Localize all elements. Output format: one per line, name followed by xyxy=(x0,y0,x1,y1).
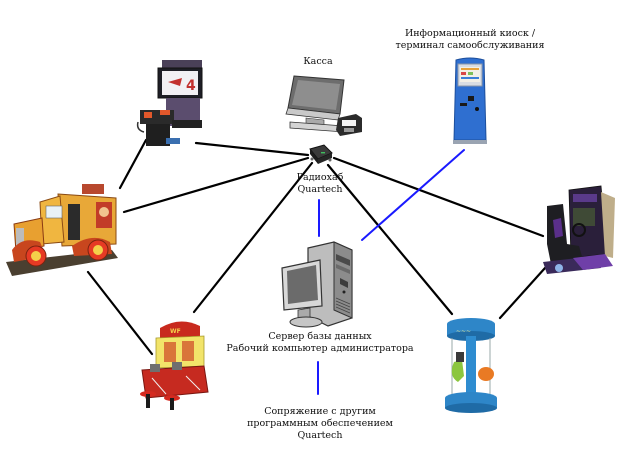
server-label: Сервер базы данных Рабочий компьютер адм… xyxy=(226,331,414,354)
edge-truck-redemption xyxy=(86,270,154,356)
integration-label: Сопряжение с другим программным обеспече… xyxy=(247,406,393,441)
cashier-label: Касса xyxy=(303,56,333,67)
kiddie-carousel-icon: ~~~ xyxy=(445,318,497,413)
edge-hub-carousel xyxy=(326,163,454,316)
edge-hub-shooter xyxy=(194,141,310,157)
svg-text:~~~: ~~~ xyxy=(456,328,471,335)
edge-shooter-truck xyxy=(118,138,148,190)
kiddie-ride-truck-icon xyxy=(6,184,118,276)
pos-terminal-icon xyxy=(285,75,362,136)
edge-carousel-racing xyxy=(498,266,547,320)
edge-hub-truck xyxy=(122,156,310,214)
racing-simulator-icon xyxy=(543,185,615,274)
edge-kiosk-server xyxy=(361,149,465,241)
redemption-game-machine-icon: WF xyxy=(140,321,209,410)
radio-hub-icon xyxy=(309,144,333,164)
edge-hub-racing xyxy=(332,156,545,238)
arcade-shooter-machine-icon: 4 xyxy=(136,60,203,146)
kiosk-label: Информационный киоск / терминал самообсл… xyxy=(395,28,545,51)
svg-text:4: 4 xyxy=(186,78,196,94)
edge-hub-redemption xyxy=(192,161,314,314)
radio-hub-label: Радиохаб Quartech xyxy=(296,172,344,195)
self-service-kiosk-icon xyxy=(453,57,487,144)
svg-text:WF: WF xyxy=(170,328,181,335)
desktop-computer-icon xyxy=(281,241,353,328)
